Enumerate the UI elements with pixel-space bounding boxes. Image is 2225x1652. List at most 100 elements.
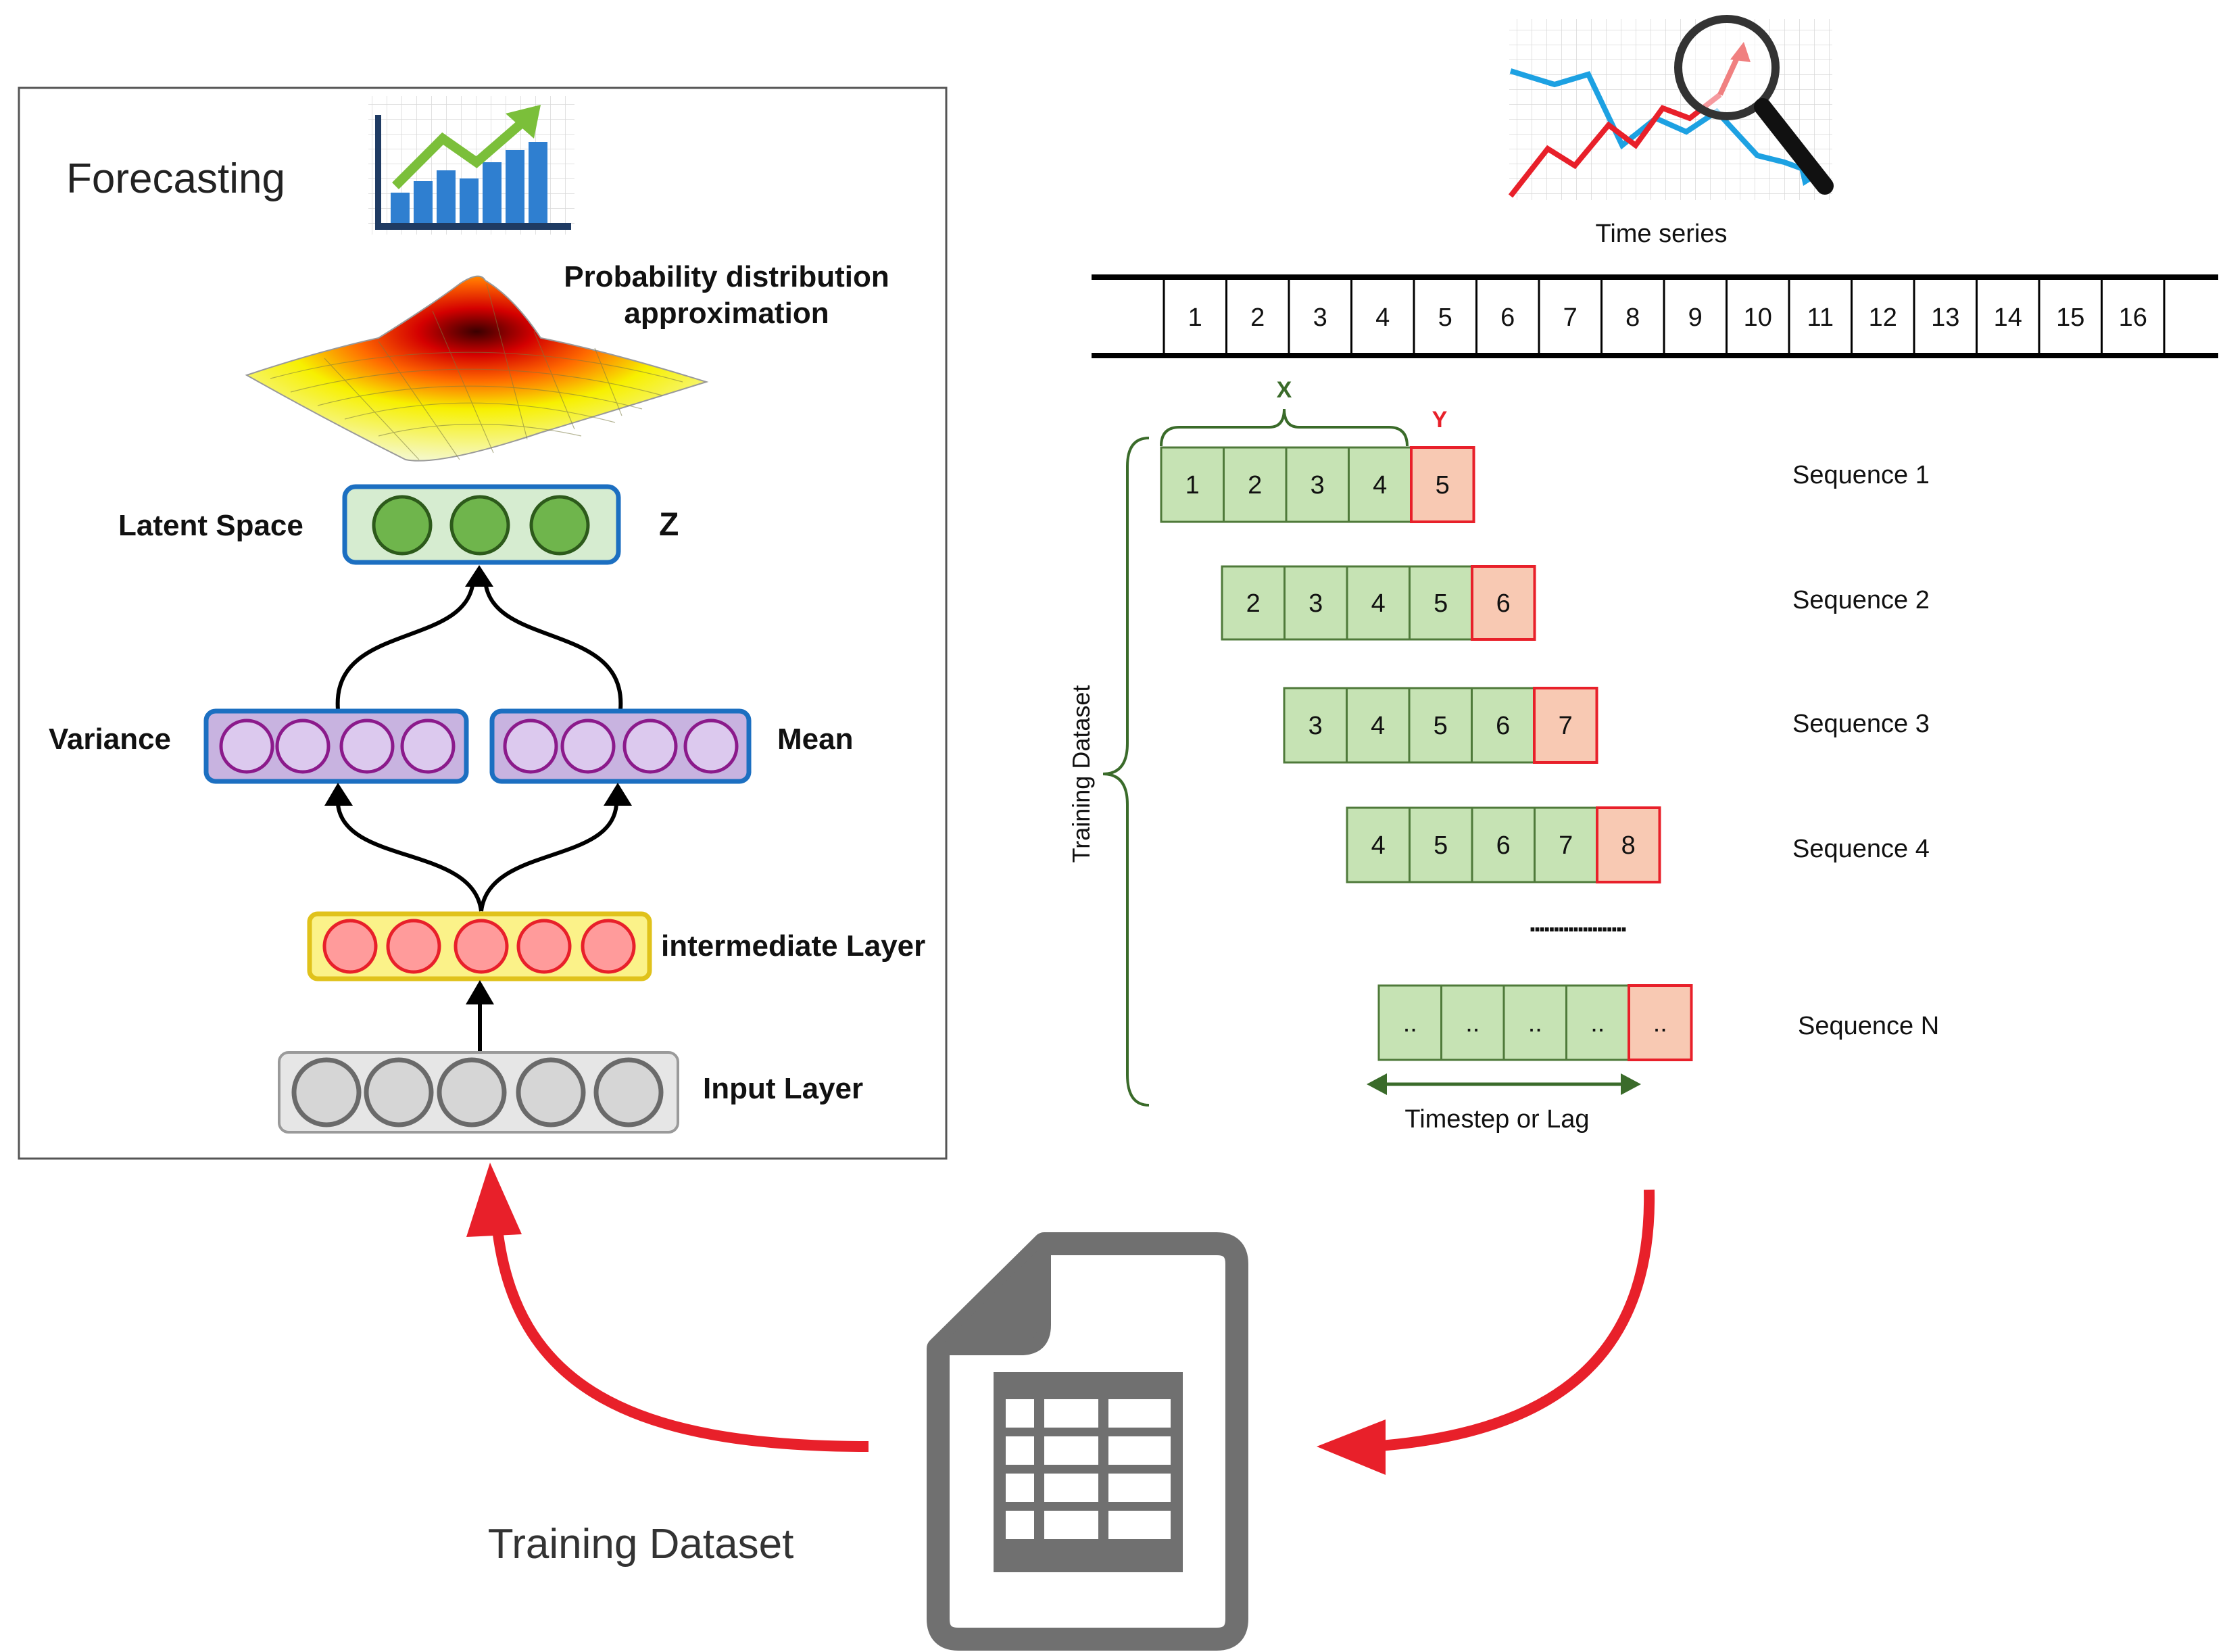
mean-label: Mean — [777, 723, 853, 756]
x-cell-label: 2 — [1246, 589, 1261, 618]
x-cell-label: 3 — [1309, 712, 1323, 740]
x-cell-label: .. — [1528, 1009, 1542, 1038]
x-cell-label: 7 — [1559, 831, 1573, 860]
x-cell — [1440, 984, 1505, 1061]
tape-cell-label: 5 — [1438, 303, 1452, 332]
y-cell — [1596, 806, 1661, 883]
prob-dist-label-line2: approximation — [624, 297, 829, 330]
time-series-caption: Time series — [1596, 220, 1728, 248]
tape-cell-label: 4 — [1375, 303, 1390, 332]
connector-intermediate-mean — [479, 804, 618, 912]
x-cell-label: 5 — [1434, 831, 1448, 860]
mean-box — [489, 708, 752, 784]
x-cell — [1223, 446, 1288, 523]
tape-cell-label: 16 — [2119, 303, 2147, 332]
training-dataset-vertical-label: Training Dataset — [1067, 685, 1095, 863]
mean-node — [560, 719, 616, 774]
tape-cell-label: 12 — [1869, 303, 1897, 332]
x-cell — [1160, 446, 1225, 523]
input-node — [516, 1057, 586, 1127]
x-cell-label: .. — [1403, 1009, 1417, 1038]
x-cell-label: 4 — [1371, 589, 1386, 618]
x-cell — [1348, 446, 1413, 523]
arrowhead-latent — [465, 565, 493, 587]
training-dataset-label: Training Dataset — [488, 1521, 794, 1568]
latent-space-label: Latent Space — [118, 509, 303, 542]
sequence-name: Sequence 4 — [1792, 835, 1930, 863]
mean-node — [683, 719, 739, 774]
vae-panel: Forecasting — [18, 87, 948, 1160]
connector-intermediate-variance — [336, 804, 483, 912]
red-arrow-to-file — [1371, 1189, 1655, 1452]
y-cell — [1471, 565, 1536, 641]
x-cell — [1285, 446, 1350, 523]
intermediate-node — [454, 919, 509, 974]
input-node — [437, 1057, 507, 1127]
mean-node — [622, 719, 678, 774]
variance-node — [339, 719, 395, 774]
sequence-name: Sequence 3 — [1792, 710, 1930, 738]
x-cell-label: .. — [1590, 1009, 1605, 1038]
tape-cell-label: 9 — [1688, 303, 1703, 332]
x-cell-label: 4 — [1373, 471, 1387, 500]
input-node — [364, 1057, 434, 1127]
y-cell-label: .. — [1653, 1009, 1667, 1038]
tape-cell-label: 3 — [1313, 303, 1327, 332]
arrowhead-variance — [324, 783, 353, 806]
variance-node — [275, 719, 331, 774]
tape-cell-label: 10 — [1744, 303, 1772, 332]
sequence-row: 4 5 6 7 8 Sequence 4 — [1346, 806, 1930, 883]
latent-node — [529, 495, 590, 556]
y-cell-label: 5 — [1436, 471, 1450, 500]
x-label: X — [1277, 377, 1292, 403]
tape-cell-label: 2 — [1250, 303, 1265, 332]
x-cell — [1409, 565, 1473, 641]
variance-node — [400, 719, 456, 774]
timestep-arrow-right-head — [1621, 1073, 1641, 1095]
arrowhead-intermediate — [466, 980, 494, 1004]
y-cell-label: 8 — [1621, 831, 1636, 860]
x-cell-label: .. — [1465, 1009, 1480, 1038]
time-series-magnifier-icon — [1508, 15, 1834, 200]
input-node — [593, 1057, 664, 1127]
timestep-label: Timestep or Lag — [1404, 1105, 1589, 1134]
z-label: Z — [659, 507, 679, 543]
sequence-name: Sequence 1 — [1792, 461, 1930, 489]
arrowhead-mean — [604, 783, 632, 806]
x-cell-label: 5 — [1434, 712, 1448, 740]
intermediate-node — [581, 919, 636, 974]
tape-cell-label: 1 — [1188, 303, 1202, 332]
x-cell-label: 4 — [1371, 831, 1386, 860]
tape-cell-label: 6 — [1500, 303, 1515, 332]
prob-dist-label-line1: Probability distribution — [564, 260, 889, 293]
timestep-arrow-left-head — [1367, 1073, 1387, 1095]
x-brace — [1160, 408, 1409, 447]
x-cell — [1565, 984, 1630, 1061]
x-cell — [1283, 687, 1348, 764]
tape-cell-label: 8 — [1625, 303, 1640, 332]
tape-cell-label: 7 — [1563, 303, 1578, 332]
x-cell-label: 6 — [1496, 831, 1511, 860]
input-label: Input Layer — [703, 1072, 863, 1105]
x-cell-label: 4 — [1371, 712, 1385, 740]
y-cell-label: 7 — [1559, 712, 1573, 740]
sequence-name: Sequence 2 — [1792, 586, 1930, 614]
sequence-name: Sequence N — [1798, 1012, 1939, 1040]
intermediate-node — [516, 919, 572, 974]
x-cell-label: 2 — [1248, 471, 1262, 500]
variance-label: Variance — [49, 723, 171, 756]
training-brace — [1102, 437, 1150, 1107]
connector-mean-latent — [483, 581, 623, 710]
x-cell — [1471, 806, 1536, 883]
x-cell-label: 3 — [1309, 589, 1323, 618]
connector-variance-latent — [335, 581, 475, 710]
red-arrow-to-vae — [491, 1223, 869, 1452]
red-arrowhead-to-vae — [466, 1163, 522, 1237]
latent-node — [372, 495, 433, 556]
y-cell-label: 6 — [1496, 589, 1511, 618]
